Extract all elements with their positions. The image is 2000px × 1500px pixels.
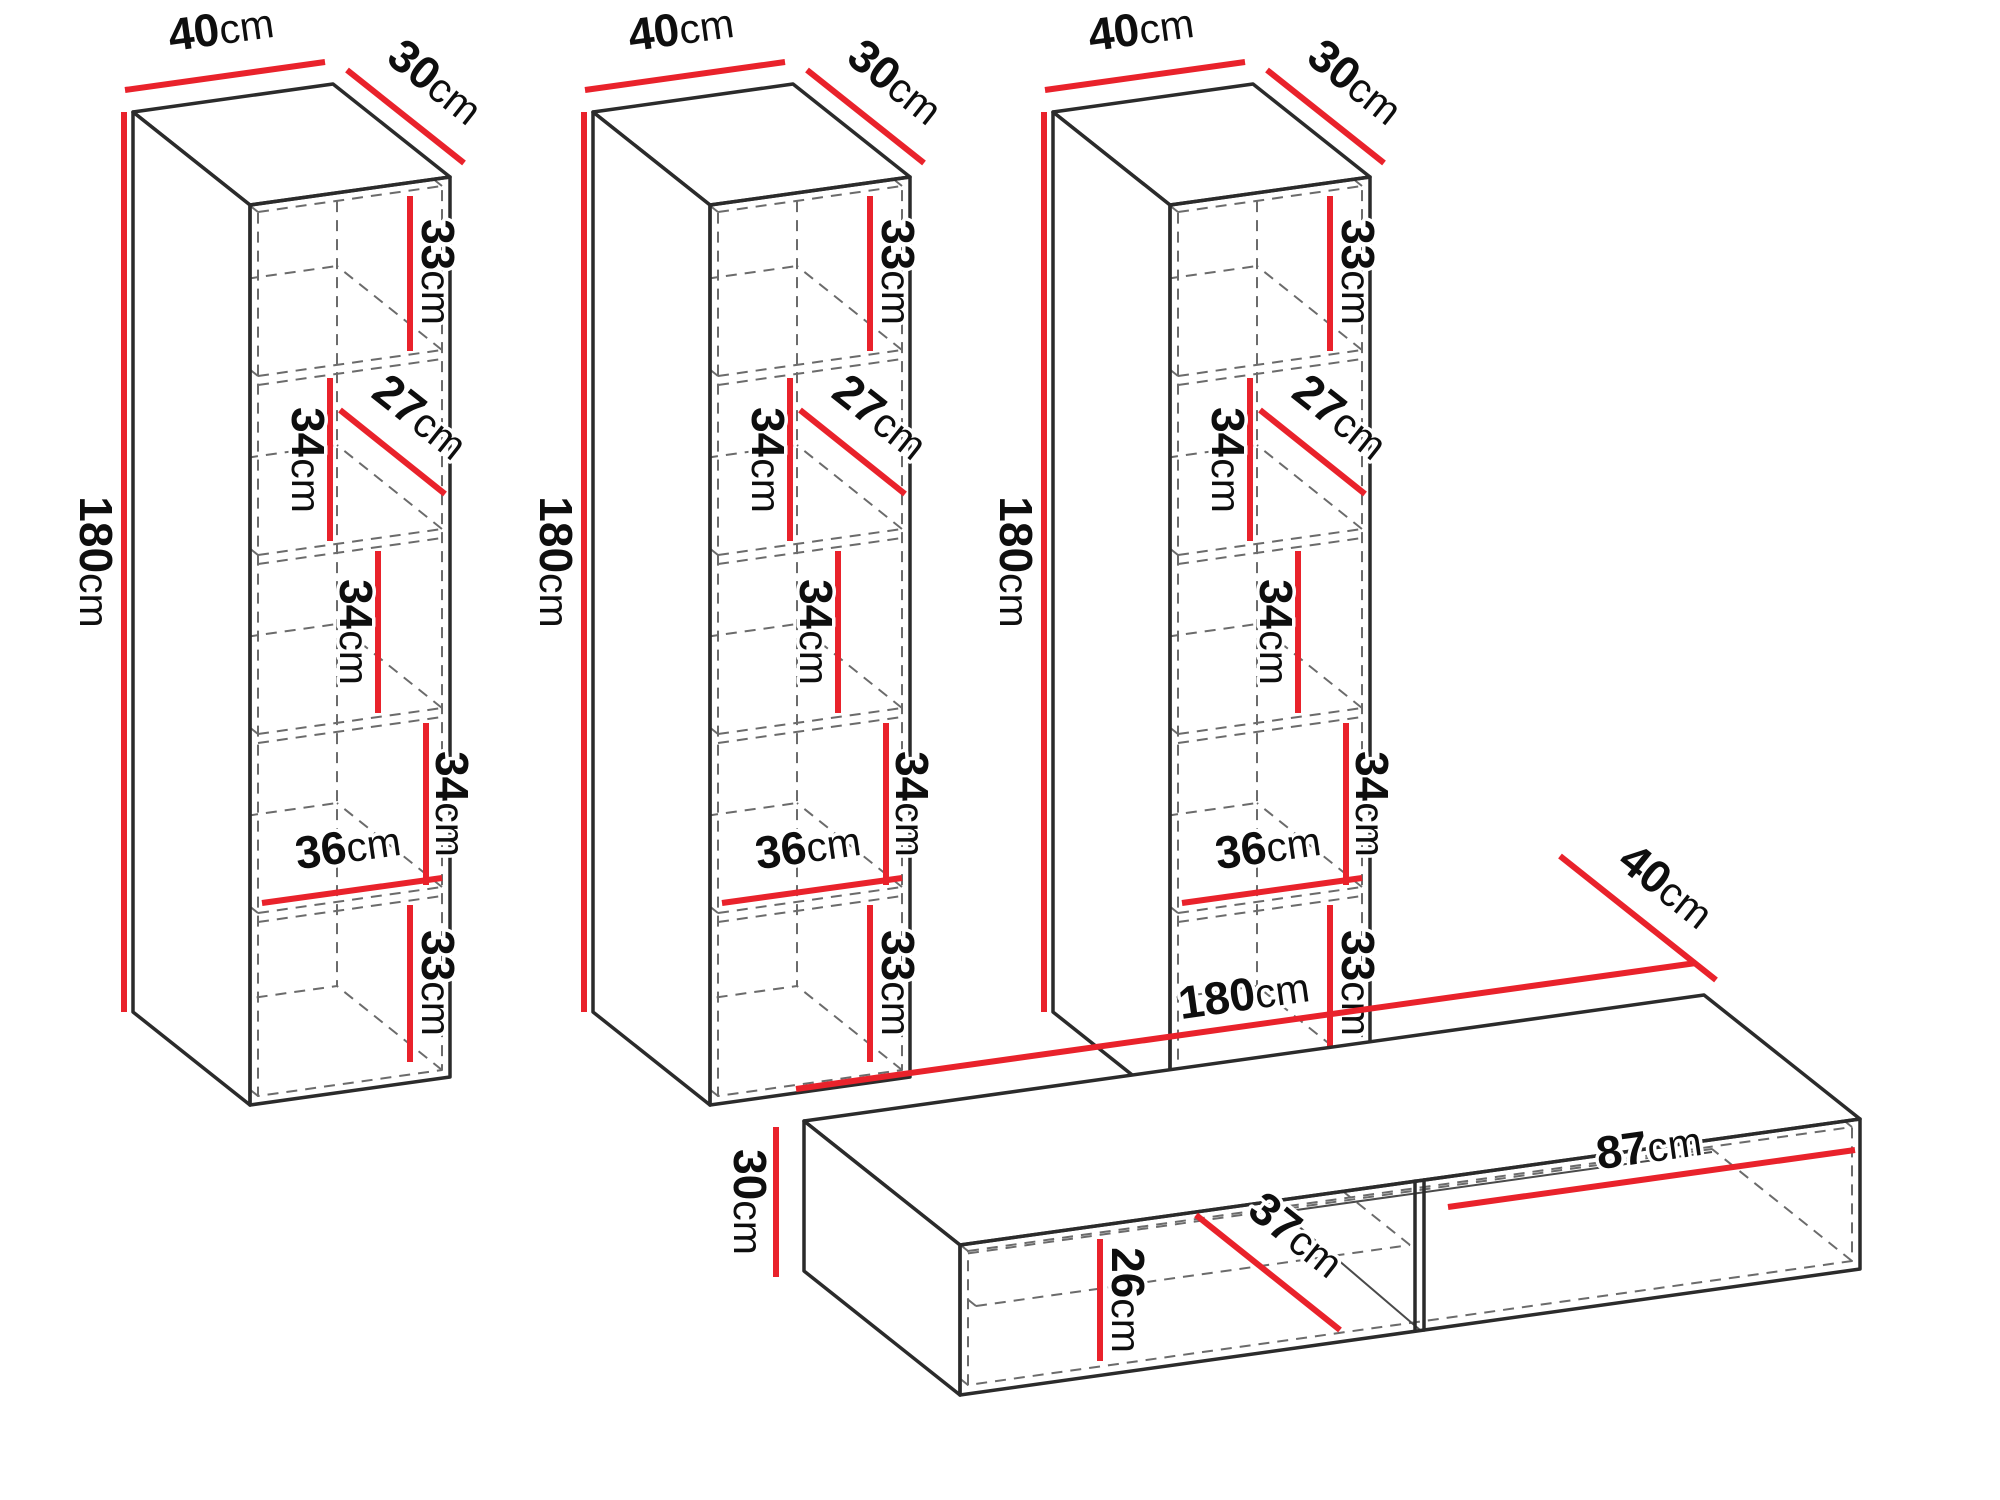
cabinet3-shelf-2-label: 34cm xyxy=(1202,407,1254,513)
cabinet3-shelf-3-label: 34cm xyxy=(1250,579,1302,685)
cabinet1-shelf-top-label: 33cm xyxy=(412,219,464,325)
cabinet1-shelf-bottom-label: 33cm xyxy=(412,930,464,1036)
wall-cabinet-3: 40cm 30cm 180cm 33cm 34cm 27cm 34cm 34cm… xyxy=(987,0,1414,1105)
tvstand-shelf-width-label: 87cm xyxy=(1593,1113,1705,1179)
tvstand-depth-label: 40cm xyxy=(1609,832,1724,939)
cabinet3-shelf-top-label: 33cm xyxy=(1332,219,1384,325)
cabinet3-inner-depth-label: 27cm xyxy=(1283,363,1398,470)
tvstand-dimension-width xyxy=(795,960,1697,1092)
cabinet2-shelf-top-label: 33cm xyxy=(872,219,924,325)
cabinet1-depth-label: 30cm xyxy=(378,28,493,135)
tvstand-front-face xyxy=(958,1117,1862,1397)
cabinet2-shelf-3-label: 34cm xyxy=(790,579,842,685)
tvstand-dimension-depth xyxy=(1558,853,1718,983)
cabinet2-shelf-4-label: 34cm xyxy=(886,751,938,857)
tvstand-height-label: 30cm xyxy=(724,1149,776,1255)
cabinet2-height-label: 180cm xyxy=(530,496,582,627)
cabinet3-inner-width-label: 36cm xyxy=(1212,813,1324,879)
tvstand-dimension-shelf-width xyxy=(1447,1147,1856,1210)
cabinet1-shelf-3-label: 34cm xyxy=(330,579,382,685)
cabinet1-inner-depth-label: 27cm xyxy=(363,363,478,470)
tvstand-inner-height-label: 26cm xyxy=(1102,1247,1154,1353)
cabinet1-shelf-4-label: 34cm xyxy=(426,751,478,857)
cabinet2-width-label: 40cm xyxy=(625,0,737,61)
cabinet2-shelf-bottom-label: 33cm xyxy=(872,930,924,1036)
cabinet3-shelf-bottom-label: 33cm xyxy=(1332,930,1384,1036)
cabinet3-depth-label: 30cm xyxy=(1298,28,1413,135)
cabinet2-inner-depth-label: 27cm xyxy=(823,363,938,470)
cabinet3-height-label: 180cm xyxy=(990,496,1042,627)
cabinet2-shelf-2-label: 34cm xyxy=(742,407,794,513)
cabinet1-height-label: 180cm xyxy=(70,496,122,627)
wall-cabinet-2: 40cm 30cm 180cm 33cm 34cm 27cm 34cm 34cm… xyxy=(527,0,954,1105)
cabinet3-shelf-4-label: 34cm xyxy=(1346,751,1398,857)
cabinet1-inner-width-label: 36cm xyxy=(292,813,404,879)
tv-stand: 180cm 40cm 30cm 26cm 37cm 87cm xyxy=(721,829,1862,1397)
cabinet1-width-label: 40cm xyxy=(165,0,277,61)
cabinet1-shelf-2-label: 34cm xyxy=(282,407,334,513)
tvstand-divider xyxy=(1413,1178,1426,1333)
wall-cabinet-1: 40cm 30cm 180cm 33cm 34cm 27cm 34cm 34cm… xyxy=(67,0,494,1105)
cabinet2-depth-label: 30cm xyxy=(838,28,953,135)
cabinet2-inner-width-label: 36cm xyxy=(752,813,864,879)
tvstand-dimension-inner-depth xyxy=(1194,1212,1342,1333)
cabinet3-width-label: 40cm xyxy=(1085,0,1197,61)
